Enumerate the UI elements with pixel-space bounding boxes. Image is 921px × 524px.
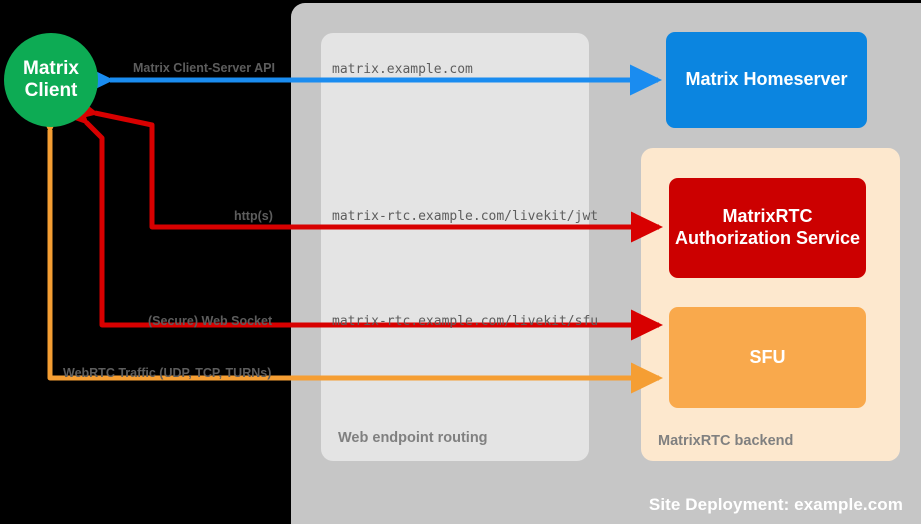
web-endpoint-routing-label: Web endpoint routing <box>338 430 488 446</box>
edge-label-https: http(s) <box>234 209 273 223</box>
node-matrix-homeserver[interactable]: Matrix Homeserver <box>666 32 867 128</box>
node-matrixrtc-authorization-service[interactable]: MatrixRTC Authorization Service <box>669 178 866 278</box>
edge-label-webrtc-traffic: WebRTC Traffic (UDP, TCP, TURNs) <box>63 366 272 380</box>
matrix-client-label-line1: Matrix <box>23 57 79 79</box>
edge-label-secure-web-socket: (Secure) Web Socket <box>148 314 273 328</box>
node-sfu[interactable]: SFU <box>669 307 866 408</box>
matrix-client-label-line2: Client <box>24 80 78 101</box>
node-matrix-client[interactable]: Matrix Client <box>4 33 98 127</box>
matrixrtc-backend-label: MatrixRTC backend <box>658 433 794 449</box>
endpoint-label-matrix-example-com: matrix.example.com <box>332 62 473 77</box>
endpoint-label-livekit-jwt: matrix-rtc.example.com/livekit/jwt <box>332 209 599 224</box>
site-deployment-label: Site Deployment: example.com <box>648 495 903 514</box>
edge-label-matrix-client-server-api: Matrix Client-Server API <box>133 61 275 75</box>
web-endpoint-routing-panel: Web endpoint routing <box>321 33 589 461</box>
endpoint-label-livekit-sfu: matrix-rtc.example.com/livekit/sfu <box>332 314 599 329</box>
